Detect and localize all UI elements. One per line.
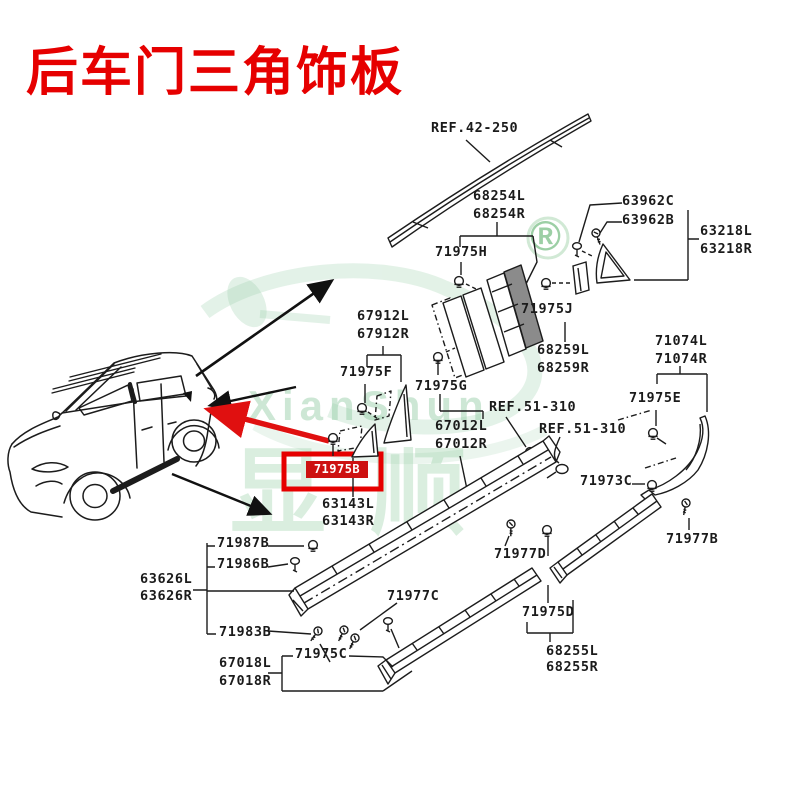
trim-67912-group [356, 346, 412, 444]
car-illustration [7, 351, 220, 521]
part-label-71975d: 71975D [522, 604, 575, 620]
part-label-68254r: 68254R [473, 206, 526, 222]
part-label-71975h: 71975H [435, 244, 488, 260]
cpillar-trim-71074 [617, 366, 710, 530]
door-triangle-on-car [183, 391, 192, 402]
part-label-63143r: 63143R [322, 513, 375, 529]
part-label-63962b: 63962B [622, 212, 675, 228]
molding-68255 [501, 493, 662, 642]
highlighted-part-label: 71975B [306, 461, 368, 478]
part-label-ref-42-250: REF.42-250 [431, 120, 519, 136]
part-label-68259l: 68259L [537, 342, 590, 358]
part-label-63143l: 63143L [322, 496, 375, 512]
part-label-63218r: 63218R [700, 241, 753, 257]
part-label-68255r: 68255R [546, 659, 599, 675]
part-label-67012r: 67012R [435, 436, 488, 452]
part-label-67912l: 67912L [357, 308, 410, 324]
belt-molding-63626 [193, 435, 561, 663]
part-label-63218l: 63218L [700, 223, 753, 239]
part-label-68254l: 68254L [473, 188, 526, 204]
part-label-71975f: 71975F [340, 364, 393, 380]
part-label-63626l: 63626L [140, 571, 193, 587]
part-label-67912r: 67912R [357, 326, 410, 342]
part-label-71975g: 71975G [415, 378, 468, 394]
sash-piece-71975j [540, 261, 590, 342]
part-label-71975e: 71975E [629, 390, 682, 406]
highlight-arrow [203, 400, 330, 444]
part-label-ref-51-310-a: REF.51-310 [489, 399, 577, 415]
roof-rail-part [387, 113, 592, 248]
part-label-63962c: 63962C [622, 193, 675, 209]
part-label-71973c: 71973C [580, 473, 633, 489]
part-label-67018r: 67018R [219, 673, 272, 689]
part-label-71074r: 71074R [655, 351, 708, 367]
part-label-71987b: 71987B [217, 535, 270, 551]
part-label-67018l: 67018L [219, 655, 272, 671]
part-label-71975j: 71975J [521, 301, 574, 317]
diagram-title: 后车门三角饰板 [26, 44, 405, 102]
part-label-63626r: 63626R [140, 588, 193, 604]
molding-67018 [268, 567, 542, 692]
part-label-67012l: 67012L [435, 418, 488, 434]
part-label-71983b: 71983B [219, 624, 272, 640]
part-label-71074l: 71074L [655, 333, 708, 349]
part-label-68259r: 68259R [537, 360, 590, 376]
part-label-71977b: 71977B [666, 531, 719, 547]
pillar-strips-68254 [431, 222, 544, 419]
ref-51-310-clips [459, 416, 569, 495]
part-label-68255l: 68255L [546, 643, 599, 659]
part-label-71977d: 71977D [494, 546, 547, 562]
part-label-71975c: 71975C [295, 646, 348, 662]
quarter-triangle-63218 [571, 202, 699, 284]
part-label-71986b: 71986B [217, 556, 270, 572]
part-label-71977c: 71977C [387, 588, 440, 604]
part-label-ref-51-310-b: REF.51-310 [539, 421, 627, 437]
